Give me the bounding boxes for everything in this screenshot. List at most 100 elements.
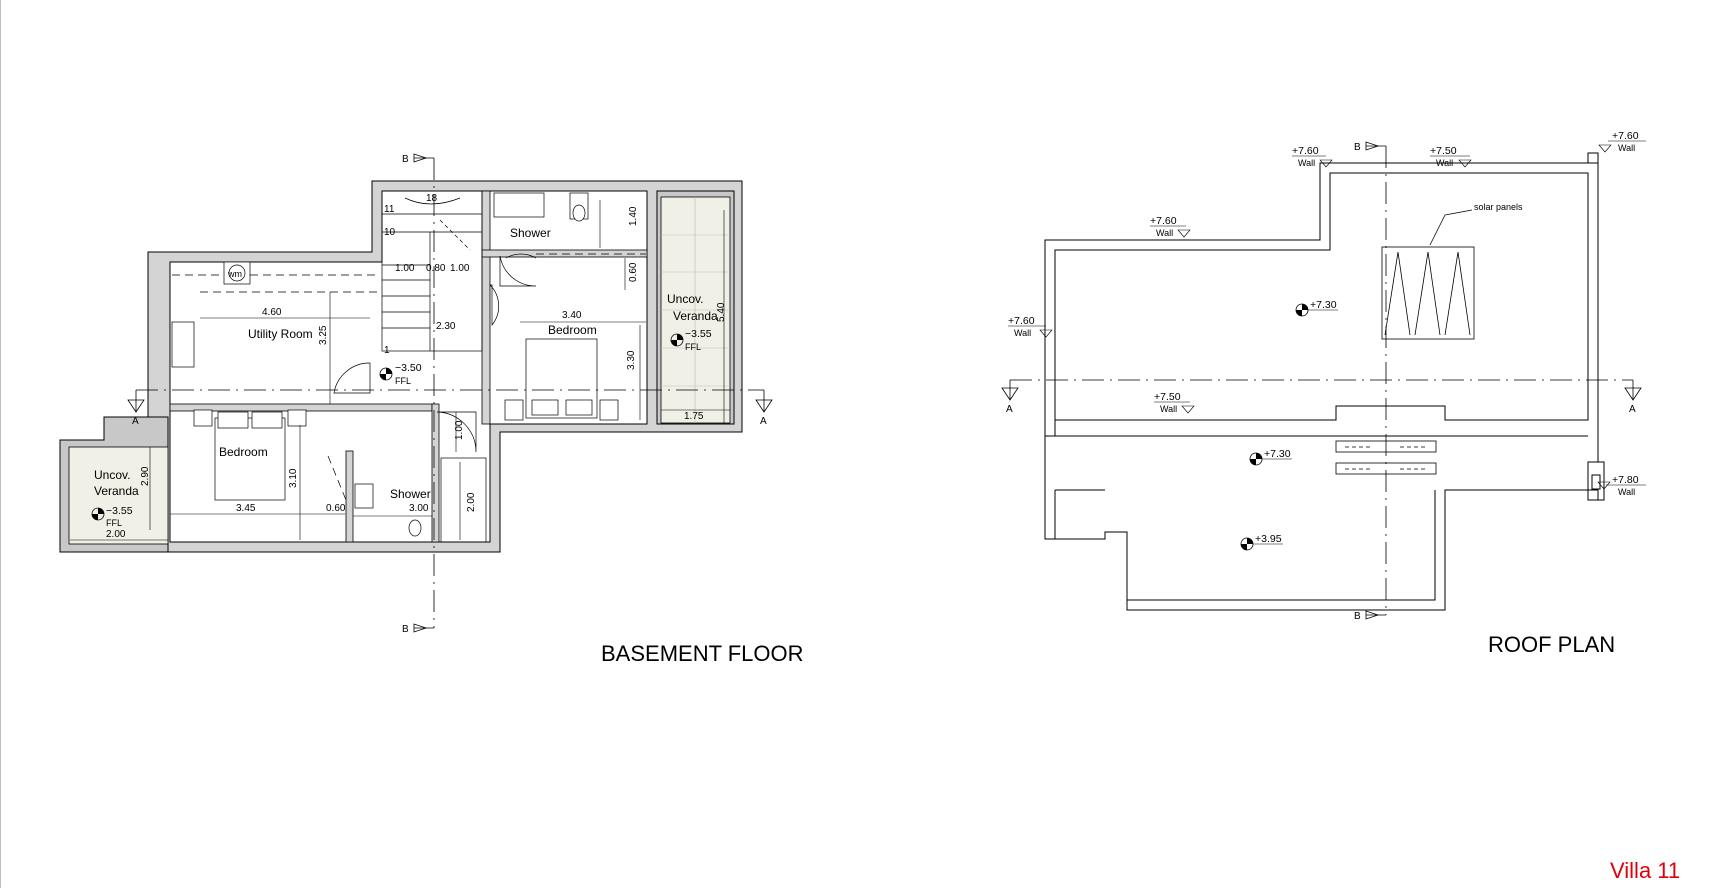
stair-number-1: 1: [384, 345, 390, 356]
room-label-utility: Utility Room: [248, 327, 313, 341]
level-veranda-right-ffl: FFL: [685, 342, 701, 352]
dim-1-40: 1.40: [628, 206, 639, 226]
roof-level-760-right: +7.60: [1612, 130, 1639, 142]
room-labels: Utility Room Bedroom Bedroom Shower Show…: [94, 226, 718, 501]
section-label-a-left: A: [132, 416, 139, 427]
level-hall-ffl: FFL: [395, 376, 411, 386]
level-veranda-left-value: −3.55: [106, 505, 133, 517]
roof-plan: solar panels A A B B: [1001, 130, 1646, 657]
level-marker-veranda-left: −3.55 FFL: [91, 505, 133, 528]
solar-panels-label: solar panels: [1474, 202, 1523, 212]
section-label-b-top: B: [402, 154, 409, 165]
room-label-veranda-right-1: Uncov.: [667, 292, 703, 306]
sheet-border: [0, 0, 1, 888]
dimension-labels: 4.60 3.25 1.00 0.80 1.00 2.30 3.40 0.60 …: [106, 206, 727, 540]
dim-0-60-b: 0.60: [326, 503, 346, 514]
dim-2-90: 2.90: [140, 466, 151, 486]
roof-section-label-a-left: A: [1006, 404, 1013, 415]
level-veranda-left-ffl: FFL: [106, 518, 122, 528]
level-hall-value: −3.50: [395, 362, 422, 374]
bed-left: [214, 417, 286, 501]
left-veranda-floor: [68, 446, 169, 545]
section-label-a-right: A: [760, 416, 767, 427]
dim-3-10: 3.10: [288, 468, 299, 488]
basement-floor-title: BASEMENT FLOOR: [601, 641, 804, 666]
level-veranda-right-value: −3.55: [685, 328, 712, 340]
roof-section-label-b-bottom: B: [1354, 611, 1361, 622]
roof-section-line-bb: [1365, 141, 1387, 620]
level-marker-hall: −3.50 FFL: [379, 362, 422, 386]
dim-3-40: 3.40: [562, 310, 582, 321]
basement-level-markers: −3.50 FFL −3.55 FFL −3.55 FFL: [91, 328, 712, 528]
doors: [333, 253, 537, 453]
room-label-veranda-left-1: Uncov.: [94, 468, 130, 482]
roof-wall-760-right: Wall: [1618, 143, 1635, 153]
spot-level-730-a: +7.30: [1295, 299, 1338, 317]
roof-section-line-aa: [1001, 379, 1642, 401]
roof-level-780: +7.80: [1612, 474, 1639, 486]
overhead-dashed-lines: [172, 253, 646, 501]
roof-wall-760-top: Wall: [1298, 158, 1315, 168]
dim-2-00-b: 2.00: [106, 529, 126, 540]
room-label-veranda-left-2: Veranda: [94, 484, 139, 498]
dim-3-45: 3.45: [236, 503, 256, 514]
spot-level-730-b-value: +7.30: [1264, 448, 1291, 460]
right-veranda-tiles: [661, 197, 730, 423]
dim-3-00: 3.00: [409, 503, 429, 514]
roof-level-760-left: +7.60: [1008, 315, 1035, 327]
basement-section-line-aa: [127, 389, 773, 413]
roof-section-label-b-top: B: [1354, 142, 1361, 153]
spot-level-730-a-value: +7.30: [1310, 299, 1337, 311]
dim-1-75: 1.75: [684, 411, 704, 422]
roof-wall-750-top: Wall: [1436, 158, 1453, 168]
room-label-veranda-right-2: Veranda: [673, 309, 718, 323]
roof-level-750-mid: +7.50: [1154, 391, 1181, 403]
dim-4-60: 4.60: [262, 307, 282, 318]
roof-spot-levels: +7.30 +7.30 +3.95: [1240, 299, 1338, 551]
dim-0-60-a: 0.60: [628, 262, 639, 282]
roof-level-760-top: +7.60: [1292, 145, 1319, 157]
room-label-bedroom-right: Bedroom: [548, 323, 597, 337]
basement-floor-plan: 11 10 18 1: [59, 153, 804, 666]
room-label-shower-top: Shower: [510, 226, 551, 240]
dim-1-00-c: 1.00: [454, 420, 465, 440]
dim-5-40: 5.40: [716, 302, 727, 322]
furniture: [171, 192, 619, 543]
roof-wall-760-left: Wall: [1014, 328, 1031, 338]
stair-numbers: 11 10 18 1: [384, 193, 438, 356]
roof-wall-760-mid: Wall: [1156, 228, 1173, 238]
stair-number-18: 18: [426, 193, 438, 204]
roof-level-tag-lines: [1008, 140, 1646, 490]
basement-section-line-bb: [413, 153, 435, 633]
dimension-lines: [70, 200, 730, 541]
roof-level-760-mid: +7.60: [1150, 215, 1177, 227]
dim-1-00-a: 1.00: [395, 263, 415, 274]
dim-2-30: 2.30: [436, 321, 456, 332]
roof-wall-750-mid: Wall: [1160, 404, 1177, 414]
dim-3-25: 3.25: [318, 325, 329, 345]
stair-number-11: 11: [384, 204, 395, 215]
section-label-b-bottom: B: [402, 624, 409, 635]
villa-label: Villa 11: [1610, 858, 1680, 883]
washing-machine-label: wm: [227, 269, 242, 279]
level-marker-veranda-right: −3.55 FFL: [670, 328, 712, 352]
stair-number-10: 10: [384, 227, 396, 238]
room-label-bedroom-left: Bedroom: [219, 445, 268, 459]
room-label-shower-bottom: Shower: [390, 487, 431, 501]
roof-outline: [1044, 152, 1605, 611]
roof-level-tags: +7.60 Wall +7.50 Wall +7.60 Wall +7.60 W…: [1008, 130, 1639, 497]
roof-wall-780: Wall: [1618, 487, 1635, 497]
dim-2-00-a: 2.00: [466, 492, 477, 512]
dim-1-00-b: 1.00: [450, 263, 470, 274]
roof-section-label-a-right: A: [1629, 404, 1636, 415]
spot-level-730-b: +7.30: [1249, 448, 1292, 466]
spot-level-395: +3.95: [1240, 533, 1283, 551]
spot-level-395-value: +3.95: [1255, 533, 1282, 545]
dim-0-80: 0.80: [426, 263, 446, 274]
roof-plan-title: ROOF PLAN: [1488, 632, 1615, 657]
solar-panels: [1381, 209, 1475, 340]
roof-level-750-top: +7.50: [1430, 145, 1457, 157]
dim-3-30: 3.30: [626, 350, 637, 370]
